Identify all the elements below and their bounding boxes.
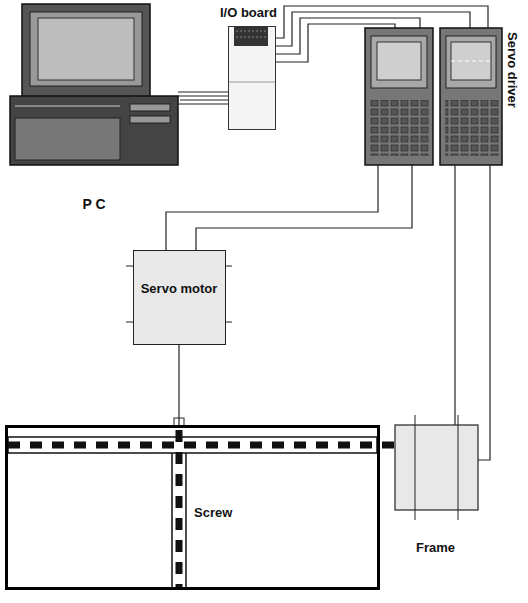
servo-driver-illustration: [365, 28, 502, 165]
io-board-illustration: [228, 26, 276, 130]
computer: P C: [8, 2, 180, 214]
io-board: I/O board: [228, 26, 276, 130]
part-label: Screw: [194, 505, 232, 520]
node-label: P C: [8, 197, 180, 212]
servo-driver: Servo driver: [440, 28, 502, 165]
node-label: I/O board: [220, 5, 277, 20]
wire-connector: [276, 6, 488, 38]
pc-illustration: [10, 4, 178, 165]
wires: [178, 92, 228, 104]
servo-motor: Servo motor: [133, 250, 226, 345]
frame: Frame: [5, 425, 380, 590]
wire-connector: [180, 100, 228, 101]
node-label: Frame: [416, 540, 455, 555]
wire-connector: [179, 345, 180, 425]
motor-flange: [126, 266, 232, 427]
node-label: Servo driver: [505, 32, 520, 108]
screw-illustration: [8, 430, 395, 588]
node-label: Servo motor: [134, 281, 225, 296]
servo-motor-illustration: [395, 415, 478, 520]
